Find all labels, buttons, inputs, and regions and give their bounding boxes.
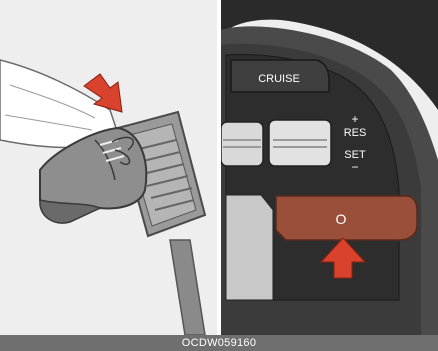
- caption-bar: OCDW059160: [0, 335, 438, 351]
- left-illustration-panel: [0, 0, 217, 335]
- cancel-button[interactable]: O: [276, 196, 417, 240]
- res-set-toggle[interactable]: [221, 120, 331, 166]
- plus-label: +: [351, 112, 358, 126]
- cruise-button[interactable]: CRUISE: [231, 60, 329, 92]
- cancel-symbol: O: [336, 211, 347, 227]
- steering-wheel-illustration: CRUISE + RES SET − O: [221, 0, 438, 335]
- res-label: RES: [344, 127, 367, 139]
- pedal-arm: [170, 240, 205, 335]
- cruise-label: CRUISE: [258, 73, 300, 85]
- right-illustration-panel: CRUISE + RES SET − O: [221, 0, 438, 335]
- minus-label: −: [351, 160, 358, 174]
- foot-on-pedal-illustration: [0, 0, 217, 335]
- figure-code: OCDW059160: [182, 337, 257, 349]
